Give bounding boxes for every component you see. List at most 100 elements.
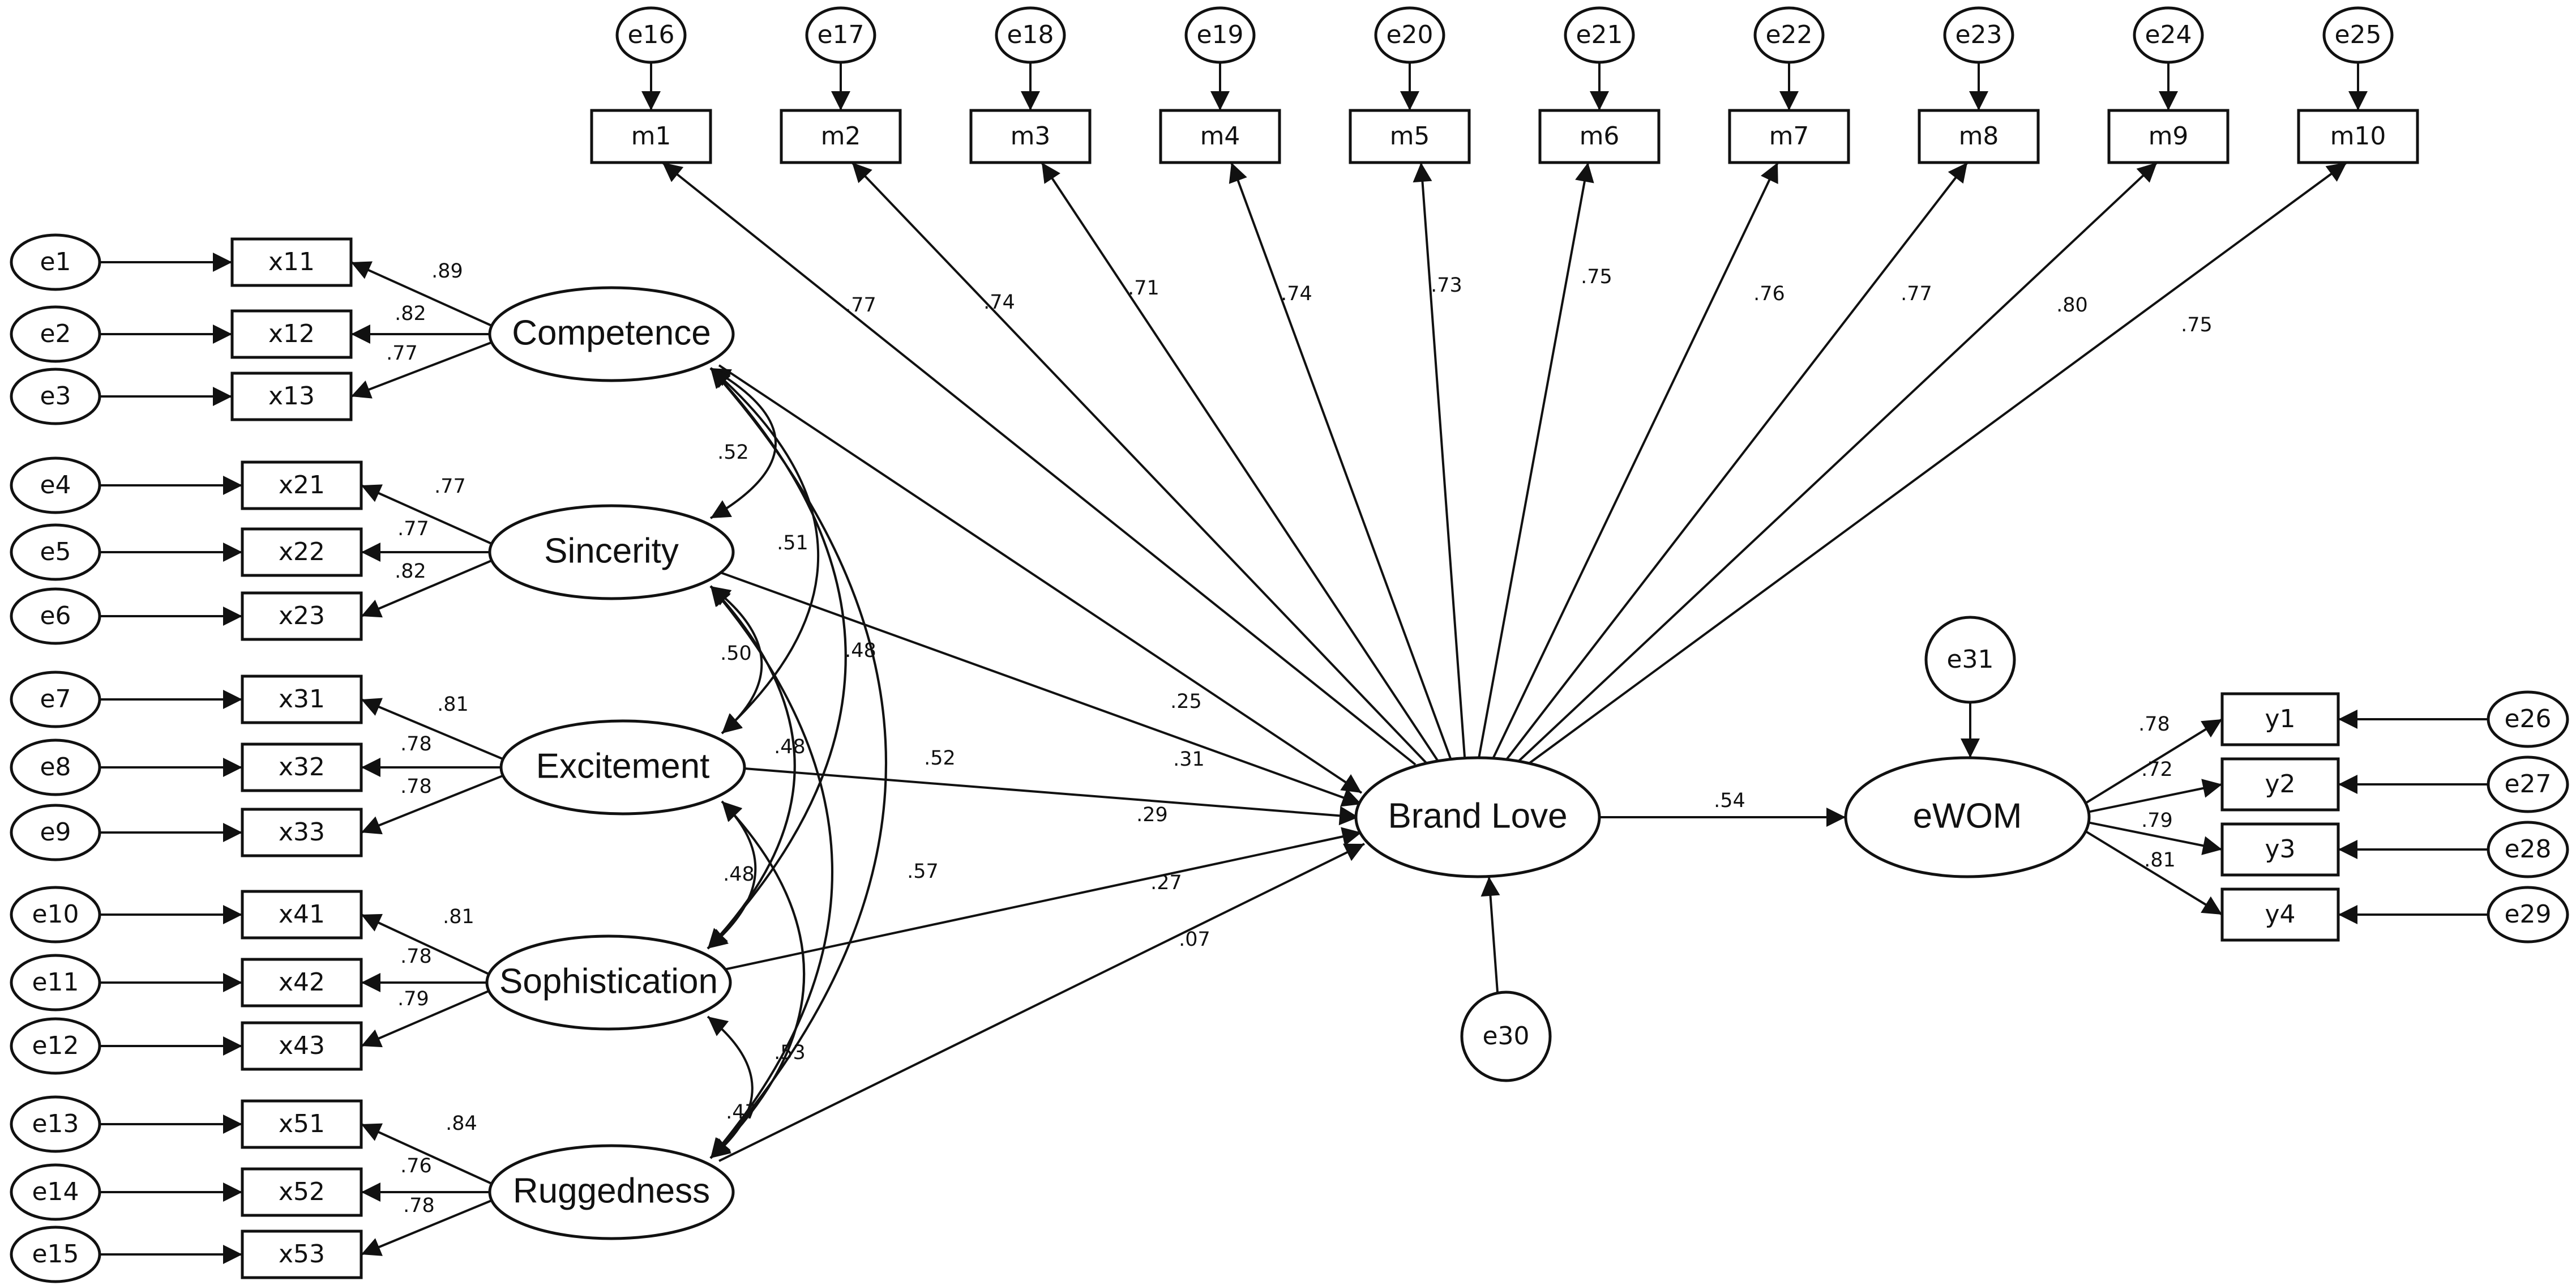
latent-sophistication: Sophistication bbox=[485, 934, 732, 1031]
error-e29-shape bbox=[2487, 886, 2569, 944]
latent-excitement: Excitement bbox=[499, 719, 746, 816]
error-e7-shape bbox=[10, 671, 101, 728]
error-e13-label: e13 bbox=[32, 1109, 79, 1138]
loading-x31: .81 bbox=[437, 693, 469, 716]
indicator-m2-label: m2 bbox=[821, 122, 861, 151]
indicator-y1: y1 bbox=[2220, 692, 2340, 746]
indicator-x21-label: x21 bbox=[279, 471, 325, 500]
error-e11-label: e11 bbox=[32, 968, 79, 997]
loading-m4: .74 bbox=[1281, 283, 1312, 305]
indicator-x11: x11 bbox=[230, 237, 353, 287]
indicator-x21-shape bbox=[241, 460, 363, 510]
indicator-x41-label: x41 bbox=[279, 900, 325, 929]
corr-coef-sincerity-sophistication: .48 bbox=[774, 736, 806, 758]
loading-m7: .76 bbox=[1753, 283, 1785, 305]
error-e19-label: e19 bbox=[1196, 20, 1243, 49]
loading-m3: .71 bbox=[1128, 277, 1159, 300]
coefficient-labels-layer: .89.82.77.77.77.82.81.78.78.81.78.79.84.… bbox=[386, 260, 2213, 1217]
indicator-x23: x23 bbox=[241, 591, 363, 641]
correlation-competence-excitement bbox=[709, 367, 819, 735]
error-e5: e5 bbox=[10, 523, 101, 581]
indicator-x33: x33 bbox=[241, 808, 363, 857]
indicator-m5-label: m5 bbox=[1390, 122, 1430, 151]
path-coef-brand-love-to-ewom: .54 bbox=[1714, 789, 1745, 812]
corr-coef-excitement-sophistication: .48 bbox=[723, 863, 755, 886]
indicator-x52-shape bbox=[241, 1167, 363, 1217]
error-e12: e12 bbox=[10, 1017, 101, 1075]
indicator-m5-shape bbox=[1349, 109, 1471, 164]
indicator-y4-shape bbox=[2220, 887, 2340, 942]
error-e27-label: e27 bbox=[2504, 770, 2551, 799]
loading-x33: .78 bbox=[400, 775, 432, 798]
indicator-x53-shape bbox=[241, 1229, 363, 1279]
indicator-x53-label: x53 bbox=[279, 1240, 325, 1269]
indicator-m5: m5 bbox=[1349, 109, 1471, 164]
path-coef-competence: .25 bbox=[1170, 690, 1202, 713]
correlation-sincerity-ruggedness bbox=[709, 585, 833, 1159]
correlation-competence-ruggedness bbox=[709, 367, 887, 1159]
indicator-m10-shape bbox=[2297, 109, 2419, 164]
error-e31-shape bbox=[1924, 616, 2016, 704]
error-e7: e7 bbox=[10, 671, 101, 728]
loading-x53: .78 bbox=[403, 1194, 435, 1217]
indicator-x22-shape bbox=[241, 527, 363, 577]
corr-coef-excitement-ruggedness: .53 bbox=[774, 1041, 806, 1064]
loading-m2: .74 bbox=[983, 291, 1015, 314]
error-e25-label: e25 bbox=[2334, 20, 2381, 49]
latent-excitement-shape bbox=[499, 719, 746, 816]
error-e26-label: e26 bbox=[2504, 705, 2551, 733]
indicator-m6: m6 bbox=[1538, 109, 1661, 164]
error-e2-shape bbox=[10, 305, 101, 363]
error-e4-shape bbox=[10, 456, 101, 514]
latent-sincerity: Sincerity bbox=[488, 504, 735, 600]
indicator-x31-shape bbox=[241, 674, 363, 724]
error-e4: e4 bbox=[10, 456, 101, 514]
loading-x52: .76 bbox=[400, 1155, 432, 1177]
loading-m9: .80 bbox=[2056, 294, 2088, 317]
error-e27-shape bbox=[2487, 755, 2569, 813]
indicator-x32-label: x32 bbox=[279, 753, 325, 782]
correlation-sincerity-excitement bbox=[709, 585, 763, 735]
indicator-m10: m10 bbox=[2297, 109, 2419, 164]
edge-ruggedness-to-x53 bbox=[361, 1198, 496, 1256]
indicator-x11-shape bbox=[230, 237, 353, 287]
edge-ewom-to-y4 bbox=[2082, 829, 2223, 916]
edge-sophistication-to-brand-love bbox=[716, 827, 1362, 972]
indicator-x51-label: x51 bbox=[279, 1109, 325, 1138]
indicator-y2-shape bbox=[2220, 757, 2340, 812]
edge-brand-love-to-m4 bbox=[1229, 162, 1454, 765]
error-e23: e23 bbox=[1943, 6, 2014, 64]
error-e17-shape bbox=[805, 6, 876, 64]
indicator-x42: x42 bbox=[241, 958, 363, 1007]
error-e14-label: e14 bbox=[32, 1177, 79, 1206]
error-e15-shape bbox=[10, 1226, 101, 1283]
edge-sincerity-to-brand-love bbox=[718, 571, 1362, 807]
error-e3-shape bbox=[10, 368, 101, 425]
latent-ruggedness-label: Ruggedness bbox=[513, 1171, 710, 1210]
error-e1: e1 bbox=[10, 233, 101, 291]
indicator-m9: m9 bbox=[2107, 109, 2230, 164]
corr-coef-competence-sincerity: .52 bbox=[717, 441, 749, 464]
error-e28-shape bbox=[2487, 821, 2569, 878]
edge-ruggedness-to-brand-love bbox=[718, 843, 1365, 1162]
edge-sincerity-to-x21 bbox=[361, 484, 496, 547]
path-coef-sophistication: .27 bbox=[1150, 872, 1182, 894]
indicator-x43-shape bbox=[241, 1021, 363, 1071]
loading-y1: .78 bbox=[2138, 713, 2170, 736]
error-e30: e30 bbox=[1460, 991, 1552, 1082]
indicator-m7-shape bbox=[1728, 109, 1850, 164]
error-e29-label: e29 bbox=[2504, 900, 2551, 929]
error-e17: e17 bbox=[805, 6, 876, 64]
error-e18: e18 bbox=[995, 6, 1066, 64]
error-e5-label: e5 bbox=[40, 537, 71, 566]
latent-competence-label: Competence bbox=[512, 313, 711, 352]
edge-competence-to-x11 bbox=[350, 261, 496, 328]
error-e15: e15 bbox=[10, 1226, 101, 1283]
error-e22: e22 bbox=[1753, 6, 1825, 64]
indicator-m8: m8 bbox=[1918, 109, 2040, 164]
path-coef-ruggedness: .07 bbox=[1179, 928, 1210, 951]
indicator-m2: m2 bbox=[780, 109, 902, 164]
indicator-x52-label: x52 bbox=[279, 1177, 325, 1206]
